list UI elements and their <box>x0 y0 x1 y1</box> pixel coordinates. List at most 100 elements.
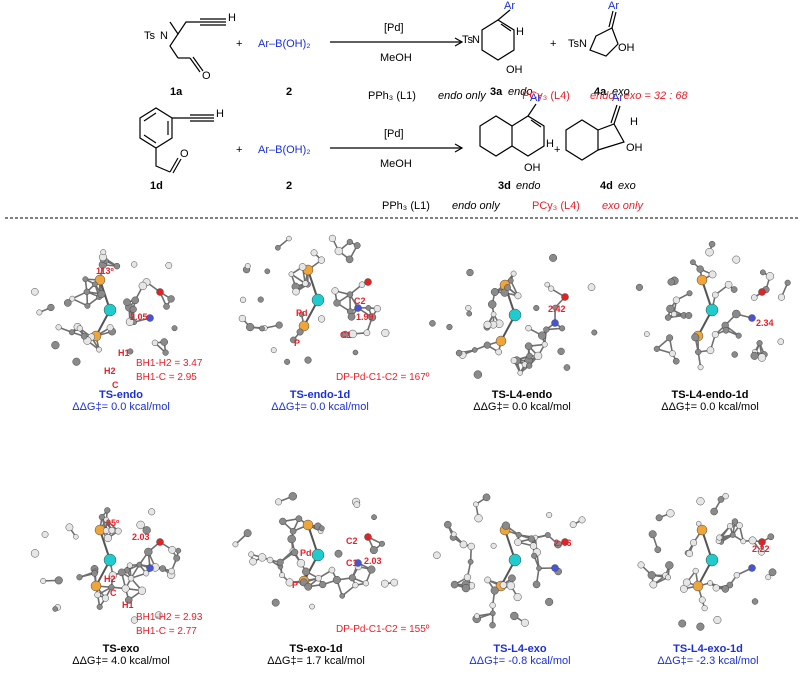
atom <box>777 338 785 345</box>
structure-name: TS-exo-1d <box>289 643 343 655</box>
atom <box>587 283 596 292</box>
atom <box>724 280 733 289</box>
atom <box>750 294 758 301</box>
atom <box>92 281 98 288</box>
atom <box>285 578 294 587</box>
atom <box>722 492 729 500</box>
atom <box>696 622 705 631</box>
substrate-1a-co <box>189 56 204 73</box>
atom <box>716 534 723 541</box>
atom <box>544 281 551 288</box>
bond-measure-label: BH1-H2 = 2.93 <box>136 612 203 623</box>
distance-label: 2.34 <box>756 318 774 328</box>
structure-name: TS-L4-exo-1d <box>673 643 743 655</box>
product-3a-type: endo <box>508 86 533 98</box>
h-label: H <box>216 108 224 120</box>
atom <box>510 611 519 621</box>
atom <box>648 530 657 539</box>
atom <box>548 285 555 292</box>
atom <box>373 305 381 313</box>
product-3a-ring <box>481 19 515 61</box>
atom <box>298 263 307 271</box>
atom <box>768 568 777 577</box>
atom <box>484 576 491 584</box>
atom <box>101 594 109 602</box>
atom <box>238 314 247 323</box>
atom <box>40 578 47 584</box>
atom <box>765 272 775 281</box>
atom <box>513 593 522 602</box>
h-label: H <box>228 12 236 24</box>
product-4a-label: 4a <box>594 86 607 98</box>
atom <box>499 581 508 589</box>
ligand-l4-label: PCy₃ (L4) <box>522 90 570 102</box>
n-label: N <box>472 34 480 46</box>
atom <box>259 325 265 332</box>
atom <box>148 508 156 516</box>
atom <box>756 340 763 347</box>
atom <box>353 242 361 249</box>
atom <box>108 584 115 591</box>
structure-energy: ΔΔG‡= 0.0 kcal/mol <box>271 401 369 413</box>
atom <box>311 293 325 307</box>
ligand-l4-result: endo : exo = 32 : 68 <box>590 90 688 102</box>
atom <box>103 516 110 523</box>
atom <box>379 540 385 547</box>
atom <box>288 492 298 501</box>
substrate-1a-propargyl <box>177 21 200 35</box>
product-3a-ar-bond <box>497 9 511 21</box>
atom <box>103 303 117 317</box>
atom <box>647 571 656 580</box>
atom <box>72 357 81 366</box>
atom <box>536 565 542 572</box>
product-4d-exocyclic <box>610 104 621 125</box>
atom <box>244 263 251 270</box>
atom <box>664 314 672 321</box>
atom <box>557 347 565 356</box>
atom <box>103 534 112 543</box>
atom <box>91 570 98 577</box>
atom <box>698 596 706 604</box>
atom <box>692 567 699 575</box>
atom <box>317 256 326 264</box>
atom <box>275 498 282 506</box>
ar-label: Ar <box>608 0 619 12</box>
atom <box>526 352 533 360</box>
atom <box>309 603 315 610</box>
ar-label: Ar <box>612 92 623 104</box>
structure-energy: ΔΔG‡= 4.0 kcal/mol <box>72 655 170 667</box>
atom <box>682 578 691 587</box>
atom <box>257 296 264 303</box>
atom <box>712 584 720 592</box>
atom <box>758 288 766 296</box>
atom <box>114 527 122 535</box>
atom <box>707 580 713 586</box>
atom <box>279 572 285 579</box>
atom <box>465 304 472 312</box>
atom <box>63 299 72 307</box>
atom <box>334 246 343 256</box>
atom <box>131 261 138 268</box>
atom <box>554 540 562 549</box>
dihedral-label: DP-Pd-C1-C2 = 167º <box>336 372 430 383</box>
structure-energy: ΔΔG‡= -2.3 kcal/mol <box>657 655 759 667</box>
structure-name: TS-exo <box>102 643 140 655</box>
atom <box>266 556 274 564</box>
atom <box>466 268 474 277</box>
atom <box>541 341 548 348</box>
bond-measure-label: BH1-C = 2.95 <box>136 372 197 383</box>
atom <box>248 551 255 558</box>
atom <box>450 580 459 589</box>
atom <box>94 591 101 599</box>
atom <box>730 286 738 293</box>
atom <box>304 356 312 364</box>
atom <box>358 281 366 288</box>
atom <box>136 520 145 530</box>
atom <box>461 583 471 593</box>
atom <box>504 284 511 291</box>
atom <box>670 310 678 318</box>
atom <box>474 613 480 619</box>
n-label: N <box>160 30 168 42</box>
atom <box>69 295 76 302</box>
atom <box>515 531 522 538</box>
